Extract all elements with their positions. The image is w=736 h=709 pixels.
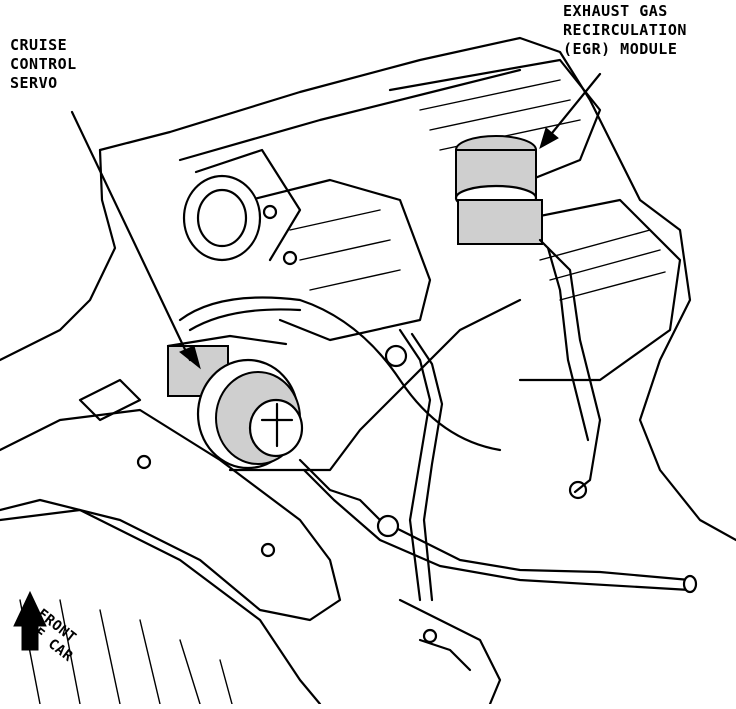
cruise-servo-leader — [70, 110, 201, 370]
egr-module-label: EXHAUST GAS RECIRCULATION (EGR) MODULE — [563, 2, 687, 58]
front-of-car-arrow — [13, 590, 47, 651]
throttle-body — [182, 148, 302, 266]
cruise-control-servo-label: CRUISE CONTROL SERVO — [10, 36, 77, 92]
cruise-servo-drawing — [166, 296, 502, 470]
linkage-and-hoses — [228, 298, 698, 602]
egr-module-drawing — [454, 135, 602, 500]
lower-fittings — [398, 598, 502, 706]
radiator-support — [0, 378, 342, 706]
engine-block — [0, 36, 736, 542]
egr-leader — [539, 72, 602, 150]
